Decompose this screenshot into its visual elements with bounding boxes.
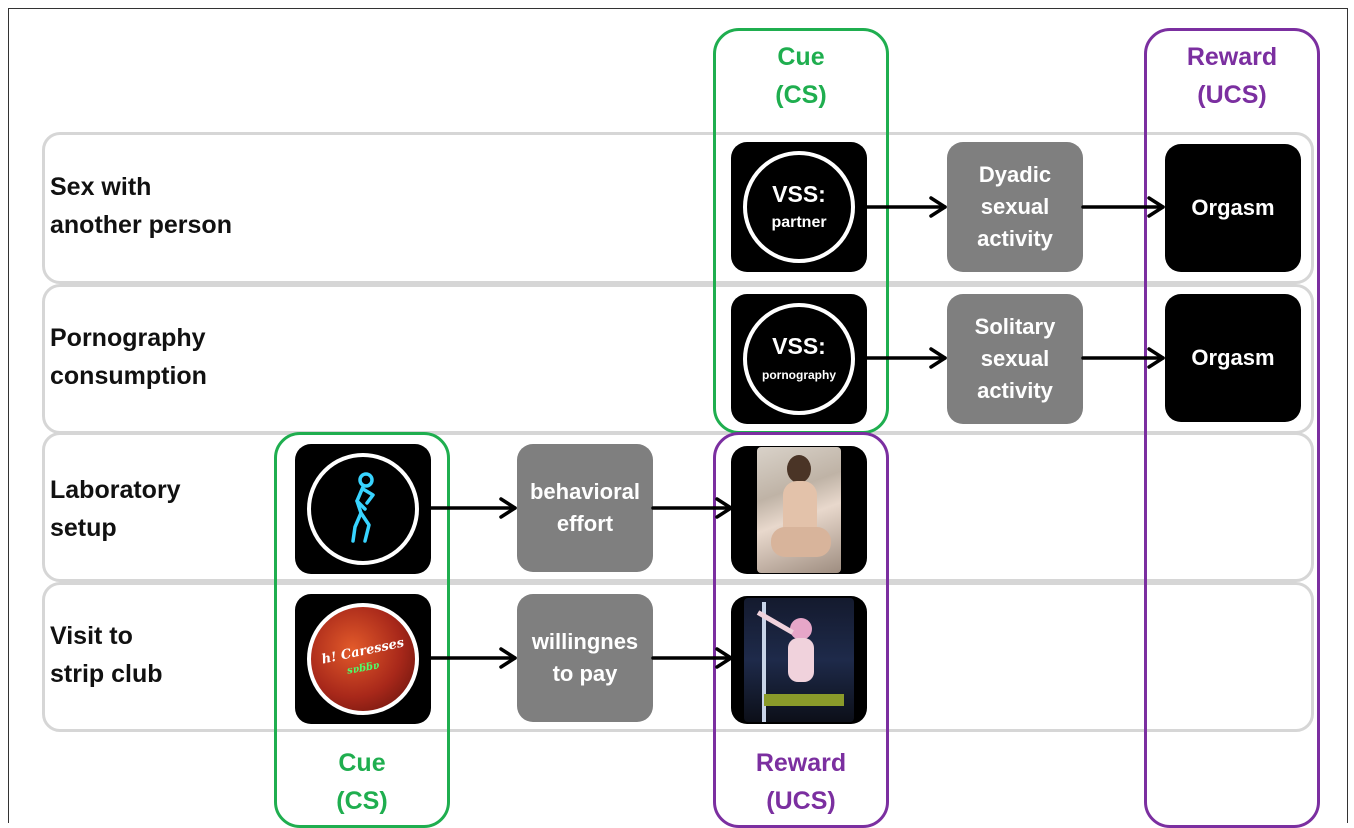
vss-pornography-sub: pornography bbox=[762, 368, 836, 382]
cue-title-top: Cue (CS) bbox=[775, 43, 827, 109]
woman-photo bbox=[757, 447, 841, 573]
row-label-laboratory: Laboratory setup bbox=[50, 476, 181, 542]
row-label-pornography: Pornography consumption bbox=[50, 324, 207, 390]
dyadic-activity-node: Dyadic sexual activity bbox=[947, 142, 1083, 272]
strip-club-sign-photo: h! Caresses ѕɐƃƃɐ bbox=[307, 603, 419, 715]
reward-title-top: Reward (UCS) bbox=[1186, 43, 1278, 109]
vss-pornography-node: VSS: pornography bbox=[731, 294, 867, 424]
reward-title-bottom: Reward (UCS) bbox=[755, 749, 847, 815]
figure-frame bbox=[8, 8, 1348, 823]
reward-photo-node-2 bbox=[731, 596, 867, 724]
vss-partner-label: VSS: bbox=[772, 181, 826, 207]
vss-partner-node: VSS: partner bbox=[731, 142, 867, 272]
neon-dancer-icon bbox=[307, 453, 419, 565]
reward-photo-node-1 bbox=[731, 446, 867, 574]
solitary-activity-node: Solitary sexual activity bbox=[947, 294, 1083, 424]
orgasm-label-2: Orgasm bbox=[1191, 345, 1275, 370]
row-label-strip-club: Visit to strip club bbox=[50, 622, 163, 688]
willingness-to-pay-label: willingnes to pay bbox=[531, 629, 639, 686]
vss-partner-sub: partner bbox=[771, 214, 827, 231]
vss-pornography-label: VSS: bbox=[772, 333, 826, 359]
pole-dancer-photo bbox=[744, 598, 854, 722]
orgasm-label-1: Orgasm bbox=[1191, 195, 1275, 220]
behavioral-effort-node: behavioral effort bbox=[517, 444, 653, 572]
dyadic-activity-label: Dyadic sexual activity bbox=[977, 162, 1053, 251]
orgasm-node-1: Orgasm bbox=[1165, 144, 1301, 272]
orgasm-node-2: Orgasm bbox=[1165, 294, 1301, 422]
row-label-sex-with-partner: Sex with another person bbox=[50, 173, 232, 239]
behavioral-effort-label: behavioral effort bbox=[529, 479, 641, 536]
solitary-activity-label: Solitary sexual activity bbox=[974, 314, 1056, 403]
willingness-to-pay-node: willingnes to pay bbox=[517, 594, 653, 722]
cue-title-bottom: Cue (CS) bbox=[336, 749, 388, 815]
strip-club-cue-node: h! Caresses ѕɐƃƃɐ bbox=[295, 594, 431, 724]
neon-dancer-cue-node bbox=[295, 444, 431, 574]
